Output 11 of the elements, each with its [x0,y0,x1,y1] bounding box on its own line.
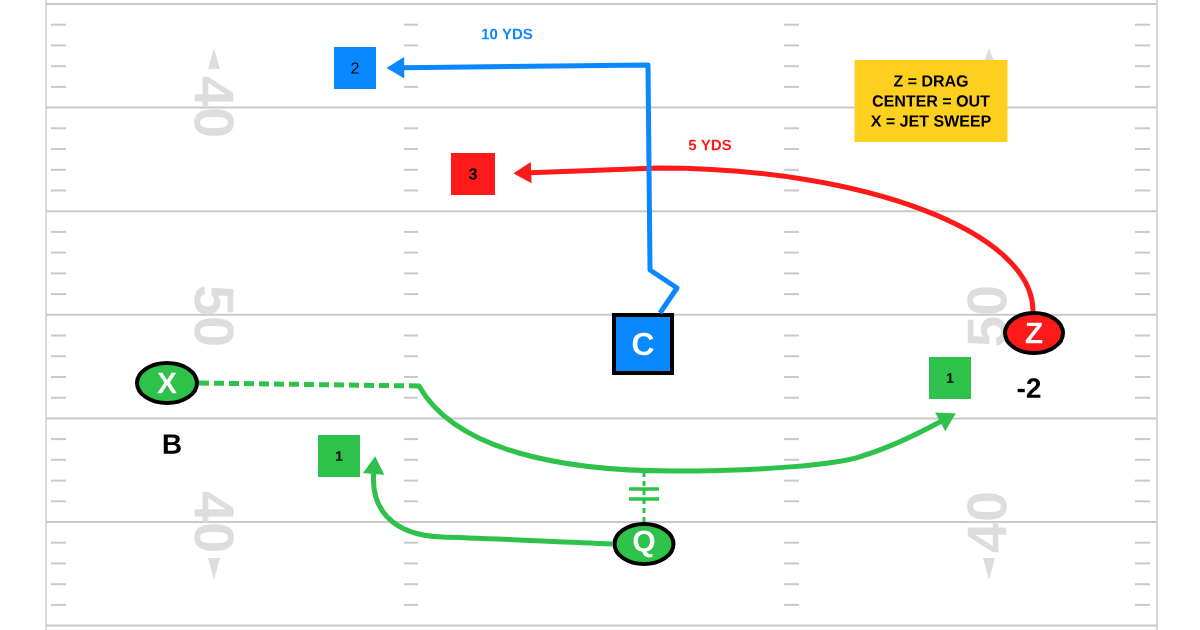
edge-label: 5 YDS [688,139,732,151]
edge-label: 10 YDS [482,28,533,40]
number-box: 2 [334,47,376,89]
number-box: 1 [318,435,360,477]
note-box: Z = DRAG CENTER = OUT X = JET SWEEP [854,60,1008,142]
number-box: 3 [451,153,495,195]
position-letter: B [163,434,181,454]
player-square: C [612,313,674,375]
handoff-line [642,471,646,522]
yardage-text: -2 [1017,378,1041,398]
number-box: 1 [929,357,971,399]
